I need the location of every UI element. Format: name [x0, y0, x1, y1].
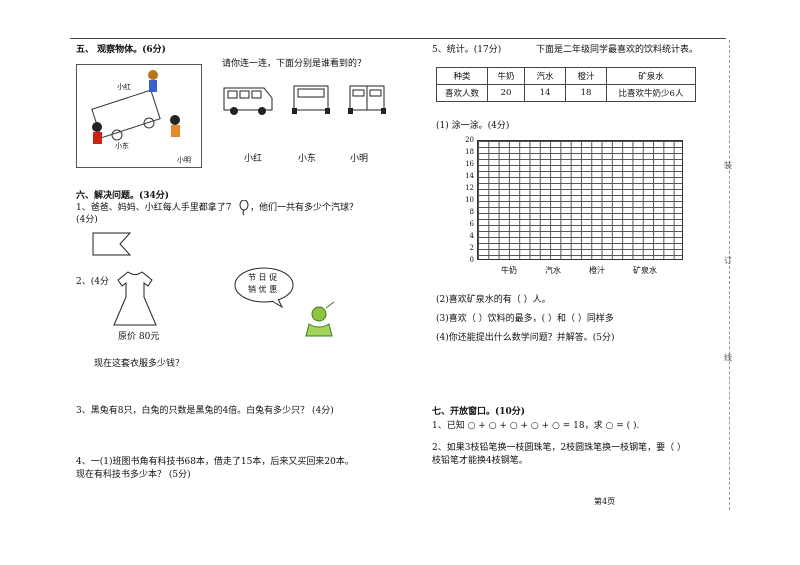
scene-illustration: [91, 70, 180, 144]
van-front-view: [292, 85, 330, 114]
y-tick-label: 16: [465, 160, 474, 168]
balloon-icon: [239, 200, 249, 216]
table-header-cell: 种类: [436, 67, 488, 85]
section-five-instruction: 请你连一连，下面分别是谁看到的？: [222, 59, 367, 69]
van-back-view: [348, 85, 386, 114]
y-tick-label: 8: [469, 208, 474, 216]
table-header-cell: 汽水: [524, 67, 566, 85]
stats-title: 5、统计。(17分): [432, 45, 502, 55]
x-tick-label: 牛奶: [501, 266, 517, 275]
stats-sub-1: (1) 涂一涂。(4分): [436, 121, 510, 131]
question-4-line-1: 4、一(1)班图书角有科技书68本，借走了15本，后来又买回来20本。: [76, 457, 354, 467]
scene-label-xiaohong: 小红: [117, 83, 131, 91]
y-tick-label: 18: [465, 148, 474, 156]
name-xiaodong: 小东: [298, 154, 317, 164]
stats-question-4: (4)你还能提出什么数学问题？并解答。(5分): [436, 333, 615, 343]
section-five-title: 五、 观察物体。(6分): [76, 45, 166, 55]
name-xiaohong: 小红: [244, 154, 263, 164]
observation-scene: 小红 小东 小明: [76, 64, 202, 168]
mascot-icon: [305, 301, 335, 337]
y-tick-label: 14: [465, 172, 474, 180]
bubble-line-1: 节 日 促: [248, 273, 278, 282]
table-header-cell: 矿泉水: [606, 67, 696, 85]
x-tick-label: 汽水: [545, 266, 561, 275]
x-tick-label: 橙汁: [589, 266, 605, 275]
table-header-cell: 橙汁: [565, 67, 607, 85]
bubble-line-2: 销 优 惠: [248, 285, 278, 294]
top-rule: [70, 38, 726, 39]
table-row: 喜欢人数 20 14 18 比喜欢牛奶少6人: [436, 84, 696, 102]
stats-question-3: (3)喜欢（ ）饮料的最多，( ）和（ ）同样多: [436, 314, 614, 324]
question-2-ask: 现在这套衣服多少钱？: [94, 359, 185, 369]
binding-mark-1: 装: [724, 161, 732, 170]
table-header-row: 种类 牛奶 汽水 橙汁 矿泉水: [436, 67, 696, 85]
table-header-cell: 牛奶: [487, 67, 525, 85]
stats-question-2: (2)喜欢矿泉水的有（ ）人。: [436, 295, 551, 305]
y-tick-label: 2: [469, 244, 474, 252]
table-cell: 比喜欢牛奶少6人: [606, 84, 696, 102]
section-seven-question-2-line-1: 2、如果3枝铅笔换一枝圆珠笔，2枝圆珠笔换一枝钢笔，要（ ）: [432, 443, 687, 453]
y-tick-label: 20: [465, 136, 474, 144]
question-2-text: 2、(4分: [76, 277, 109, 287]
vehicle-views: [223, 85, 386, 115]
drink-stats-table: 种类 牛奶 汽水 橙汁 矿泉水 喜欢人数 20 14 18 比喜欢牛奶少6人: [436, 67, 696, 102]
question-1-text: 1、爸爸、妈妈、小红每人手里都拿了7: [76, 203, 232, 213]
table-cell: 20: [487, 84, 525, 102]
y-tick-label: 12: [465, 184, 474, 192]
question-1-points: (4分): [76, 215, 98, 225]
question-3-text: 3、黑兔有8只，白兔的只数是黑兔的4倍。白兔有多少只？ (4分): [76, 406, 334, 416]
y-tick-label: 10: [465, 196, 474, 204]
scene-label-xiaoming: 小明: [177, 156, 191, 164]
scene-label-xiaodong: 小东: [115, 142, 129, 150]
y-tick-label: 6: [469, 220, 474, 228]
section-seven-question-2-line-2: 枝铅笔才能换4枝钢笔。: [432, 456, 528, 466]
table-cell: 喜欢人数: [436, 84, 488, 102]
speech-bubble: [234, 267, 294, 308]
binding-mark-3: 线: [724, 353, 732, 362]
binding-mark-2: 订: [724, 256, 732, 265]
question-4-line-2: 现在有科技书多少本？ (5分): [76, 470, 191, 480]
stats-caption: 下面是二年级同学最喜欢的饮料统计表。: [536, 45, 699, 55]
table-cell: 14: [524, 84, 566, 102]
original-price: 原价 80元: [118, 332, 160, 342]
binding-line: [729, 40, 730, 510]
section-seven-question-1: 1、已知 ○ + ○ + ○ + ○ + ○ = 18，求 ○ = ( ).: [432, 421, 640, 431]
y-tick-label: 0: [469, 256, 474, 264]
section-seven-title: 七、开放窗口。(10分): [432, 407, 526, 417]
section-six-title: 六、解决问题。(34分): [76, 191, 170, 201]
van-side-view: [223, 87, 273, 115]
table-cell: 18: [565, 84, 607, 102]
x-tick-label: 矿泉水: [633, 266, 657, 275]
flag-shape-icon: [92, 232, 132, 256]
page-number: 第4页: [594, 497, 616, 506]
dress-icon: [113, 271, 157, 326]
y-tick-label: 4: [469, 232, 474, 240]
question-1-tail: ，他们一共有多少个汽球？: [250, 203, 359, 213]
bar-chart-grid[interactable]: [477, 140, 683, 260]
name-xiaoming: 小明: [350, 154, 369, 164]
